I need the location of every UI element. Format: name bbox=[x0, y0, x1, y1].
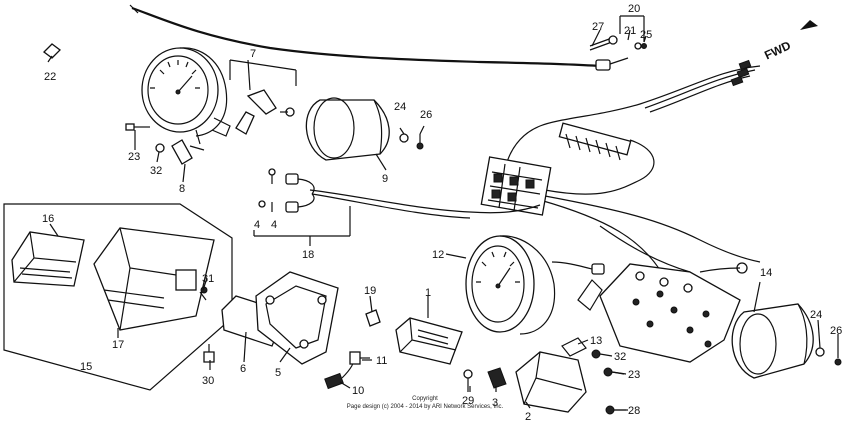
screw-29 bbox=[463, 369, 473, 392]
callout-12: 12 bbox=[432, 249, 444, 261]
bracket-7 bbox=[229, 59, 297, 135]
callout-7: 7 bbox=[250, 48, 256, 60]
callout-14: 14 bbox=[760, 267, 772, 279]
clip-19 bbox=[365, 309, 381, 327]
callout-26a: 26 bbox=[420, 109, 432, 121]
callout-18: 18 bbox=[302, 249, 314, 261]
unit-1 bbox=[395, 317, 463, 365]
cover-2 bbox=[515, 351, 587, 413]
callout-29: 29 bbox=[462, 395, 474, 407]
washer-24-upper bbox=[399, 133, 409, 143]
screw-31 bbox=[199, 291, 207, 301]
copyright-line-2: Page design (c) 2004 - 2014 by ARI Netwo… bbox=[347, 404, 504, 410]
callout-10: 10 bbox=[352, 385, 364, 397]
callout-1: 1 bbox=[425, 287, 431, 299]
callout-26b: 26 bbox=[830, 325, 842, 337]
callout-16: 16 bbox=[42, 213, 54, 225]
callout-23a: 23 bbox=[128, 151, 140, 163]
bracket-13 bbox=[561, 337, 587, 357]
callout-20: 20 bbox=[628, 3, 640, 15]
fwd-label: FWD bbox=[762, 38, 793, 62]
bolt-23-left bbox=[125, 123, 150, 131]
washer-24-lower bbox=[815, 347, 825, 357]
indicator-wire bbox=[309, 189, 541, 219]
copyright-line-1: Copyright bbox=[412, 396, 438, 402]
indicator-panel bbox=[577, 263, 741, 363]
leader-lines bbox=[47, 29, 839, 411]
grommet-30 bbox=[203, 344, 215, 363]
callout-22: 22 bbox=[44, 71, 56, 83]
callout-4a: 4 bbox=[254, 219, 260, 231]
meter-cover-14 bbox=[731, 303, 814, 379]
callout-28: 28 bbox=[628, 405, 640, 417]
callout-5: 5 bbox=[275, 367, 281, 379]
callout-9: 9 bbox=[382, 173, 388, 185]
collar-11 bbox=[349, 351, 370, 365]
callout-4b: 4 bbox=[271, 219, 277, 231]
tachometer-gauge-12 bbox=[465, 235, 605, 335]
bolt-26-upper bbox=[416, 134, 424, 150]
clip-3 bbox=[487, 367, 507, 389]
bolt-26-lower bbox=[834, 346, 842, 366]
callout-21: 21 bbox=[624, 25, 636, 37]
callout-17: 17 bbox=[112, 339, 124, 351]
nut-32-lower bbox=[591, 349, 601, 359]
callout-labels: 1 2 3 4 4 5 6 7 8 9 10 11 12 13 14 15 16… bbox=[42, 3, 842, 423]
callout-27: 27 bbox=[592, 21, 604, 33]
nut-32-left bbox=[155, 143, 165, 153]
callout-24a: 24 bbox=[394, 101, 406, 113]
callout-24b: 24 bbox=[810, 309, 822, 321]
callout-31: 31 bbox=[202, 273, 214, 285]
callout-8: 8 bbox=[179, 183, 185, 195]
bulb-sockets-18 bbox=[253, 168, 351, 237]
callout-32a: 32 bbox=[150, 165, 162, 177]
forward-direction-arrow: FWD bbox=[762, 20, 818, 63]
bracket-5 bbox=[255, 271, 339, 365]
speedometer-cable bbox=[129, 4, 629, 71]
callout-3: 3 bbox=[492, 397, 498, 409]
grommet-8 bbox=[171, 139, 205, 165]
callout-15: 15 bbox=[80, 361, 92, 373]
callout-32b: 32 bbox=[614, 351, 626, 363]
copyright-notice: Copyright Page design (c) 2004 - 2014 by… bbox=[347, 396, 504, 410]
callout-2: 2 bbox=[525, 411, 531, 423]
bolt-27 bbox=[589, 35, 618, 51]
wire-harness bbox=[480, 59, 761, 274]
callout-30: 30 bbox=[202, 375, 214, 387]
callout-19: 19 bbox=[364, 285, 376, 297]
callout-13: 13 bbox=[590, 335, 602, 347]
group-bracket-20 bbox=[619, 15, 647, 50]
callout-25: 25 bbox=[640, 29, 652, 41]
headlight-case-group-15 bbox=[3, 203, 233, 391]
callout-6: 6 bbox=[240, 363, 246, 375]
callout-11: 11 bbox=[376, 355, 387, 367]
speedometer-gauge bbox=[141, 47, 231, 145]
part-22-tag bbox=[43, 43, 61, 59]
meter-cover-9 bbox=[305, 97, 390, 161]
callout-23b: 23 bbox=[628, 369, 640, 381]
